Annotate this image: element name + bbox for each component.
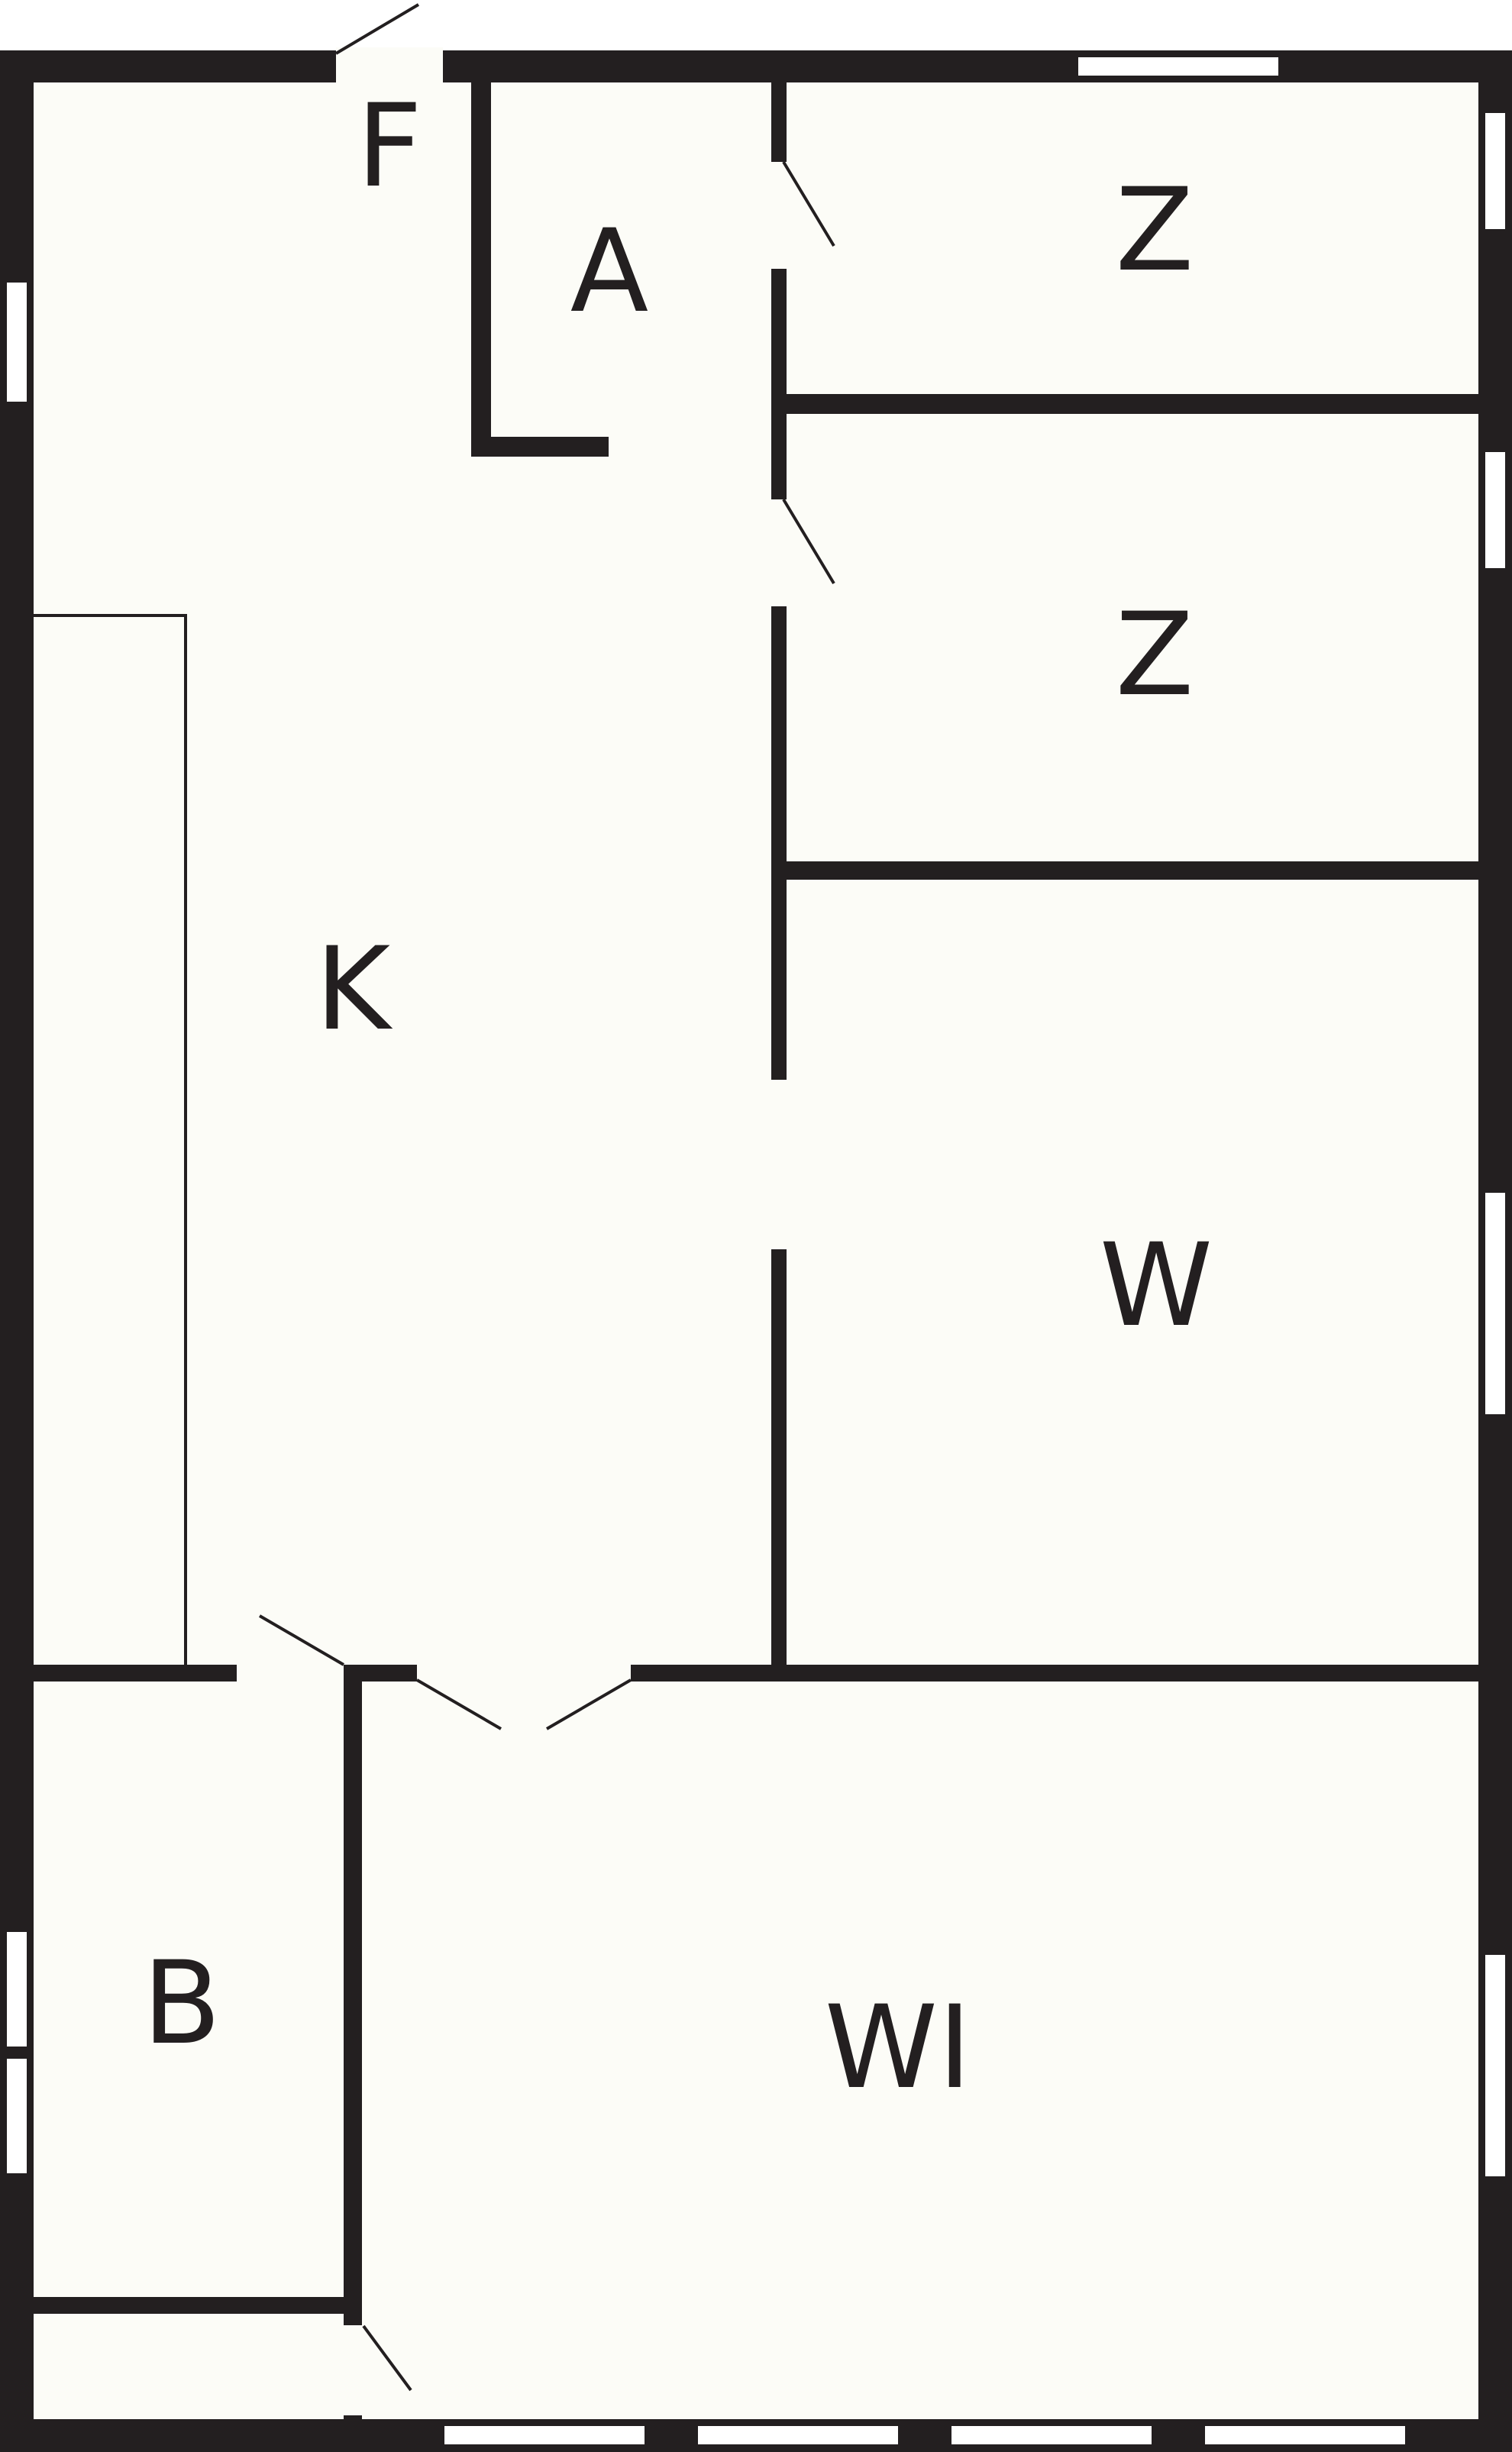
room-label-bedroom-top: Z bbox=[1116, 164, 1194, 297]
door-swing-bedroom-middle bbox=[782, 498, 835, 585]
door-swing-entrance bbox=[334, 3, 420, 55]
room-label-closet: A bbox=[570, 205, 649, 338]
kitchen-counter bbox=[34, 614, 187, 1665]
room-label-bath: B bbox=[143, 1937, 221, 2070]
door-swing-double-right bbox=[545, 1678, 632, 1730]
door-swing-bedroom-top bbox=[782, 160, 835, 247]
door-opening-double bbox=[417, 1661, 631, 1685]
floor-bath bbox=[34, 1682, 344, 2297]
window bbox=[7, 1932, 27, 2047]
door-opening-bath bbox=[237, 1661, 344, 1685]
door-opening-bedroom-top bbox=[767, 162, 790, 269]
room-label-living: W bbox=[1100, 1220, 1213, 1352]
floor-living bbox=[787, 880, 1478, 1665]
window bbox=[444, 2426, 645, 2444]
room-label-bedroom-middle: Z bbox=[1116, 589, 1194, 722]
window bbox=[1485, 452, 1505, 568]
door-opening-bedroom-middle bbox=[767, 499, 790, 606]
door-opening-entrance bbox=[336, 47, 443, 86]
floor-bedroom-middle bbox=[787, 414, 1478, 861]
closet-wall-vertical bbox=[471, 82, 491, 457]
closet-wall-horizontal bbox=[471, 437, 609, 457]
window bbox=[1485, 1955, 1505, 2176]
window bbox=[1485, 113, 1505, 229]
door-swing-storage bbox=[362, 2324, 412, 2392]
floor-bedroom-top bbox=[787, 82, 1478, 394]
floor-living-large bbox=[362, 1682, 1478, 2419]
floor-storage bbox=[34, 2314, 344, 2419]
door-swings bbox=[258, 3, 835, 2392]
window bbox=[698, 2426, 898, 2444]
door-opening-storage bbox=[340, 2325, 366, 2415]
room-label-living-large: WI bbox=[825, 1982, 972, 2114]
doorway-opening bbox=[767, 1080, 790, 1249]
window bbox=[7, 283, 27, 402]
window bbox=[7, 2059, 27, 2173]
room-label-kitchen: K bbox=[315, 923, 393, 1056]
door-swing-double-left bbox=[415, 1678, 502, 1730]
window bbox=[1078, 57, 1278, 76]
floor-kitchen bbox=[34, 82, 771, 1665]
window bbox=[1205, 2426, 1405, 2444]
door-swing-bath bbox=[258, 1614, 345, 1666]
window bbox=[1485, 1193, 1505, 1414]
window bbox=[951, 2426, 1152, 2444]
room-label-foyer: F bbox=[357, 80, 422, 213]
